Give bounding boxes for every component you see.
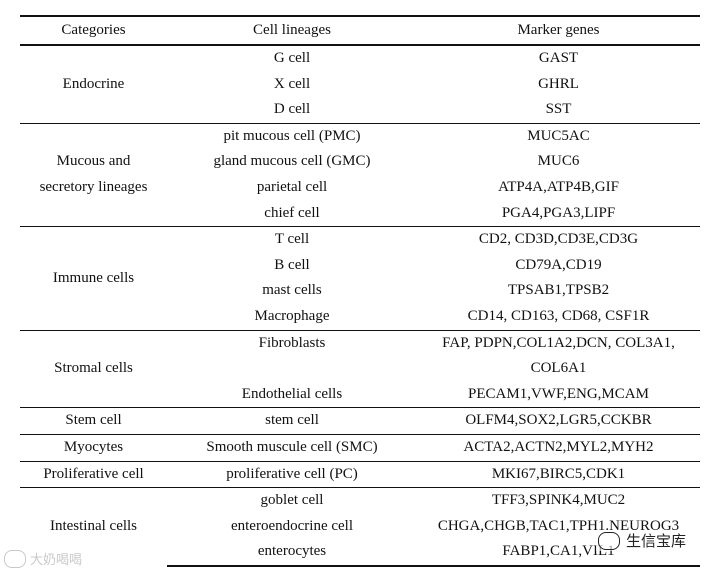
wechat-icon xyxy=(598,531,620,550)
lineage-cell: goblet cell xyxy=(167,487,417,514)
wechat-icon xyxy=(4,549,26,568)
genes-cell: CD2, CD3D,CD3E,CD3G xyxy=(417,226,700,253)
watermark-right-text: 生信宝库 xyxy=(626,532,687,550)
lineage-cell: chief cell xyxy=(264,204,320,221)
genes-cell: OLFM4,SOX2,LGR5,CCKBR xyxy=(417,407,700,435)
category-line: secretory lineages xyxy=(39,178,148,195)
genes-cell: ACTA2,ACTN2,MYL2,MYH2 xyxy=(417,433,700,461)
lineage-cell: Endothelial cells xyxy=(241,385,343,402)
table-row: parietal cell ATP4A,ATP4B,GIF xyxy=(20,175,700,201)
genes-cell: PECAM1,VWF,ENG,MCAM xyxy=(468,385,649,402)
watermark-left: 大奶喝喝 xyxy=(4,549,82,568)
category-intestinal: Intestinal cells xyxy=(20,487,167,566)
table-row: COL6A1 xyxy=(20,356,700,382)
table-row: Endothelial cells PECAM1,VWF,ENG,MCAM xyxy=(20,382,700,408)
table-row: mast cells TPSAB1,TPSB2 xyxy=(20,278,700,304)
table-row: gland mucous cell (GMC) MUC6 xyxy=(20,149,700,175)
watermark-right: 生信宝库 xyxy=(596,530,689,551)
lineage-cell: Macrophage xyxy=(254,307,330,324)
lineage-cell: G cell xyxy=(167,44,417,72)
watermark-left-text: 大奶喝喝 xyxy=(30,553,83,568)
genes-cell: TPSAB1,TPSB2 xyxy=(507,282,610,299)
genes-cell: SST xyxy=(545,101,572,118)
genes-cell: TFF3,SPINK4,MUC2 xyxy=(417,487,700,514)
genes-cell: GAST xyxy=(417,44,700,72)
header-categories: Categories xyxy=(20,15,167,46)
lineage-cell: Fibroblasts xyxy=(167,329,417,357)
table-row: Immune cells T cell CD2, CD3D,CD3E,CD3G xyxy=(20,226,700,331)
header-cell-lineages: Cell lineages xyxy=(167,15,417,46)
header-row: Categories Cell lineages Marker genes xyxy=(20,15,700,46)
genes-cell: FAP, PDPN,COL1A2,DCN, COL3A1, xyxy=(417,329,700,357)
genes-cell: PGA4,PGA3,LIPF xyxy=(501,204,616,221)
lineage-cell: D cell xyxy=(273,101,311,118)
category-mucous-secretory: Mucous and secretory lineages xyxy=(20,122,167,227)
table-row: enteroendocrine cell CHGA,CHGB,TAC1,TPH1… xyxy=(20,514,700,540)
genes-cell: CD14, CD163, CD68, CSF1R xyxy=(467,307,650,324)
table-row: Intestinal cells goblet cell TFF3,SPINK4… xyxy=(20,487,700,566)
category-myocytes: Myocytes xyxy=(20,433,167,461)
table-row: D cell SST xyxy=(20,97,700,123)
header-marker-genes: Marker genes xyxy=(417,15,700,46)
genes-cell: MKI67,BIRC5,CDK1 xyxy=(417,460,700,488)
table-row: Macrophage CD14, CD163, CD68, CSF1R xyxy=(20,304,700,330)
lineage-cell: X cell xyxy=(273,75,311,92)
genes-cell: GHRL xyxy=(538,75,579,92)
genes-cell: ATP4A,ATP4B,GIF xyxy=(498,178,619,195)
table-row: Stromal cells Fibroblasts FAP, PDPN,COL1… xyxy=(20,329,700,408)
lineage-cell-empty xyxy=(167,356,417,382)
genes-cell: CD79A,CD19 xyxy=(515,256,602,273)
lineage-cell: enterocytes xyxy=(167,539,417,567)
genes-cell: CHGA,CHGB,TAC1,TPH1.NEUROG3 xyxy=(437,517,680,534)
category-immune: Immune cells xyxy=(20,226,167,331)
genes-cell-continued: COL6A1 xyxy=(530,360,587,377)
category-stem: Stem cell xyxy=(20,407,167,435)
lineage-cell: mast cells xyxy=(262,282,322,299)
lineage-cell: Smooth muscule cell (SMC) xyxy=(167,433,417,461)
lineage-cell: stem cell xyxy=(167,407,417,435)
table-row: Proliferative cell proliferative cell (P… xyxy=(20,460,700,488)
category-endocrine: Endocrine xyxy=(20,44,167,124)
lineage-cell: parietal cell xyxy=(256,178,328,195)
table-row: B cell CD79A,CD19 xyxy=(20,253,700,279)
lineage-cell: T cell xyxy=(167,226,417,253)
lineage-cell: gland mucous cell (GMC) xyxy=(213,153,371,170)
category-stromal: Stromal cells xyxy=(20,329,167,408)
table-row: Mucous and secretory lineages pit mucous… xyxy=(20,122,700,227)
lineage-cell: proliferative cell (PC) xyxy=(167,460,417,488)
table-row: chief cell PGA4,PGA3,LIPF xyxy=(20,201,700,227)
table-row: Endocrine G cell GAST xyxy=(20,44,700,124)
lineage-cell: pit mucous cell (PMC) xyxy=(167,122,417,150)
table-row: Myocytes Smooth muscule cell (SMC) ACTA2… xyxy=(20,433,700,461)
marker-genes-table: Categories Cell lineages Marker genes En… xyxy=(20,15,700,567)
lineage-cell: B cell xyxy=(274,256,310,273)
table-row: Stem cell stem cell OLFM4,SOX2,LGR5,CCKB… xyxy=(20,407,700,435)
genes-cell: MUC5AC xyxy=(417,122,700,150)
table-row: X cell GHRL xyxy=(20,72,700,98)
lineage-cell: enteroendocrine cell xyxy=(230,517,353,534)
genes-cell: MUC6 xyxy=(537,153,580,170)
category-proliferative: Proliferative cell xyxy=(20,460,167,488)
category-line: Mucous and xyxy=(56,153,131,170)
